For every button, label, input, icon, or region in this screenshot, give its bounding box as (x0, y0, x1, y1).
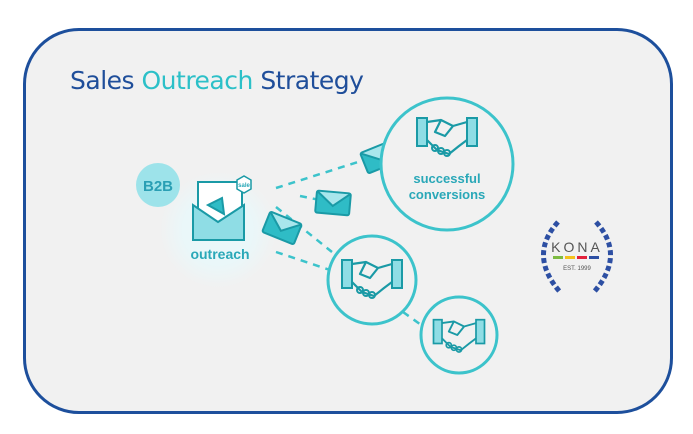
deal-circle (419, 295, 499, 375)
b2b-badge (136, 163, 180, 207)
sale-tag (236, 175, 252, 194)
conversion-circle (379, 96, 515, 232)
svg-text:successful: successful (413, 171, 480, 186)
page-title: Sales Outreach Strategy (70, 66, 364, 95)
svg-text:KONA: KONA (551, 239, 603, 255)
infographic-frame (23, 28, 673, 414)
deal-circle (326, 234, 418, 326)
svg-text:EST. 1999: EST. 1999 (563, 266, 591, 272)
svg-text:B2B: B2B (143, 178, 173, 195)
envelope-icon (314, 189, 352, 217)
svg-text:sale: sale (238, 183, 250, 189)
kona-logo: KONA EST. 1999 (541, 220, 613, 294)
outreach-icon: sale (192, 175, 252, 241)
svg-text:conversions: conversions (409, 187, 486, 202)
outreach-label: outreach (190, 246, 249, 262)
